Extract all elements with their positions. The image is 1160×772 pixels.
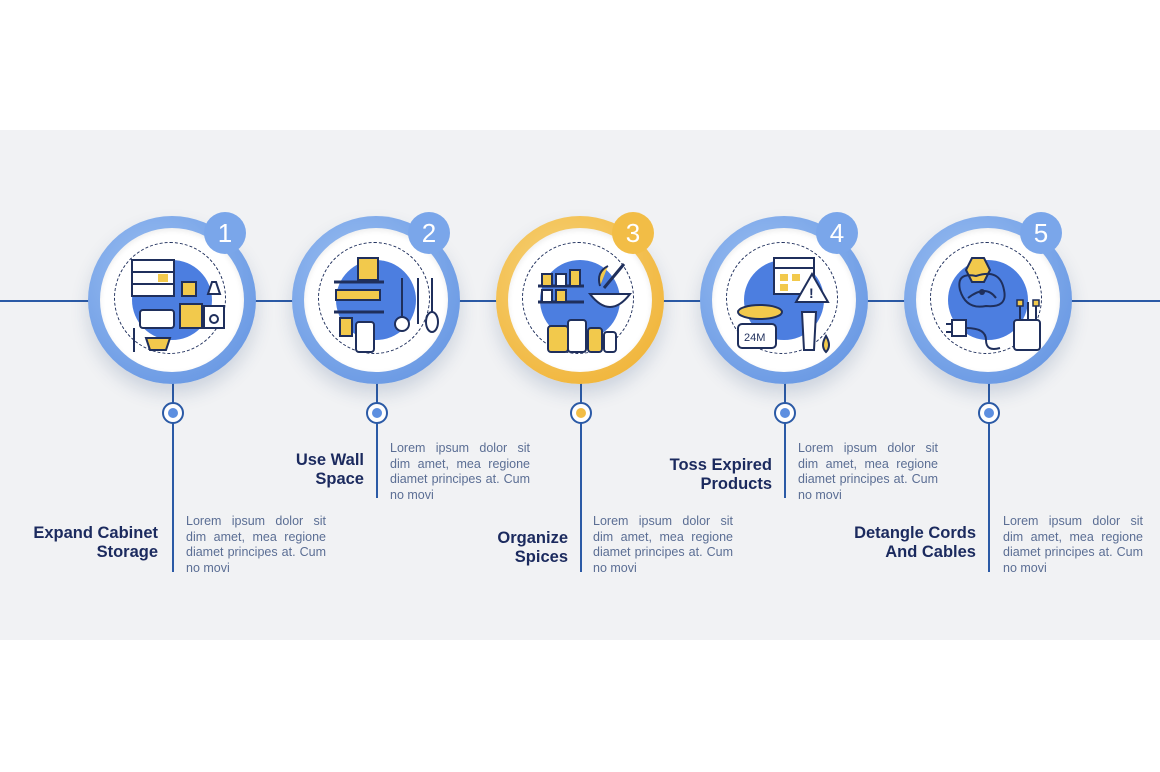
step-3-circle: 3 (496, 212, 664, 384)
step-1-title: Expand Cabinet Storage (33, 524, 158, 561)
step-4-node (774, 402, 796, 424)
step-1-badge: 1 (204, 212, 246, 254)
step-1-node (162, 402, 184, 424)
step-3-description: Lorem ipsum dolor sit dim amet, mea regi… (593, 514, 733, 575)
step-5-node (978, 402, 1000, 424)
step-1-connector (172, 380, 174, 572)
step-1-circle: 1 (88, 212, 256, 384)
step-2-connector (376, 380, 378, 498)
svg-text:!: ! (809, 285, 814, 301)
step-1-description: Lorem ipsum dolor sit dim amet, mea regi… (186, 514, 326, 575)
step-2-node (366, 402, 388, 424)
step-4-description: Lorem ipsum dolor sit dim amet, mea regi… (798, 441, 938, 502)
step-3-title: Organize Spices (497, 529, 568, 566)
step-4-badge: 4 (816, 212, 858, 254)
step-2-description: Lorem ipsum dolor sit dim amet, mea regi… (390, 441, 530, 502)
step-2-circle: 2 (292, 212, 460, 384)
tangled-cables-icon (946, 257, 1041, 351)
step-2-badge: 2 (408, 212, 450, 254)
step-3-connector (580, 380, 582, 572)
wall-rack-utensils-icon (334, 257, 439, 353)
step-5-description: Lorem ipsum dolor sit dim amet, mea regi… (1003, 514, 1143, 575)
step-5-title: Detangle Cords And Cables (854, 524, 976, 561)
jar-label: 24M (744, 332, 765, 344)
step-2-title: Use Wall Space (295, 451, 364, 488)
step-5-badge: 5 (1020, 212, 1062, 254)
step-4-connector (784, 380, 786, 498)
expired-products-icon: ! 24M (737, 257, 830, 354)
step-3-badge: 3 (612, 212, 654, 254)
step-4-title: Toss Expired Products (669, 456, 772, 493)
spice-rack-mortar-icon (538, 263, 633, 353)
step-5-connector (988, 380, 990, 572)
step-3-node (570, 402, 592, 424)
step-4-circle: ! 24M 4 (700, 212, 868, 384)
kitchen-cabinet-icon (131, 259, 225, 352)
step-5-circle: 5 (904, 212, 1072, 384)
